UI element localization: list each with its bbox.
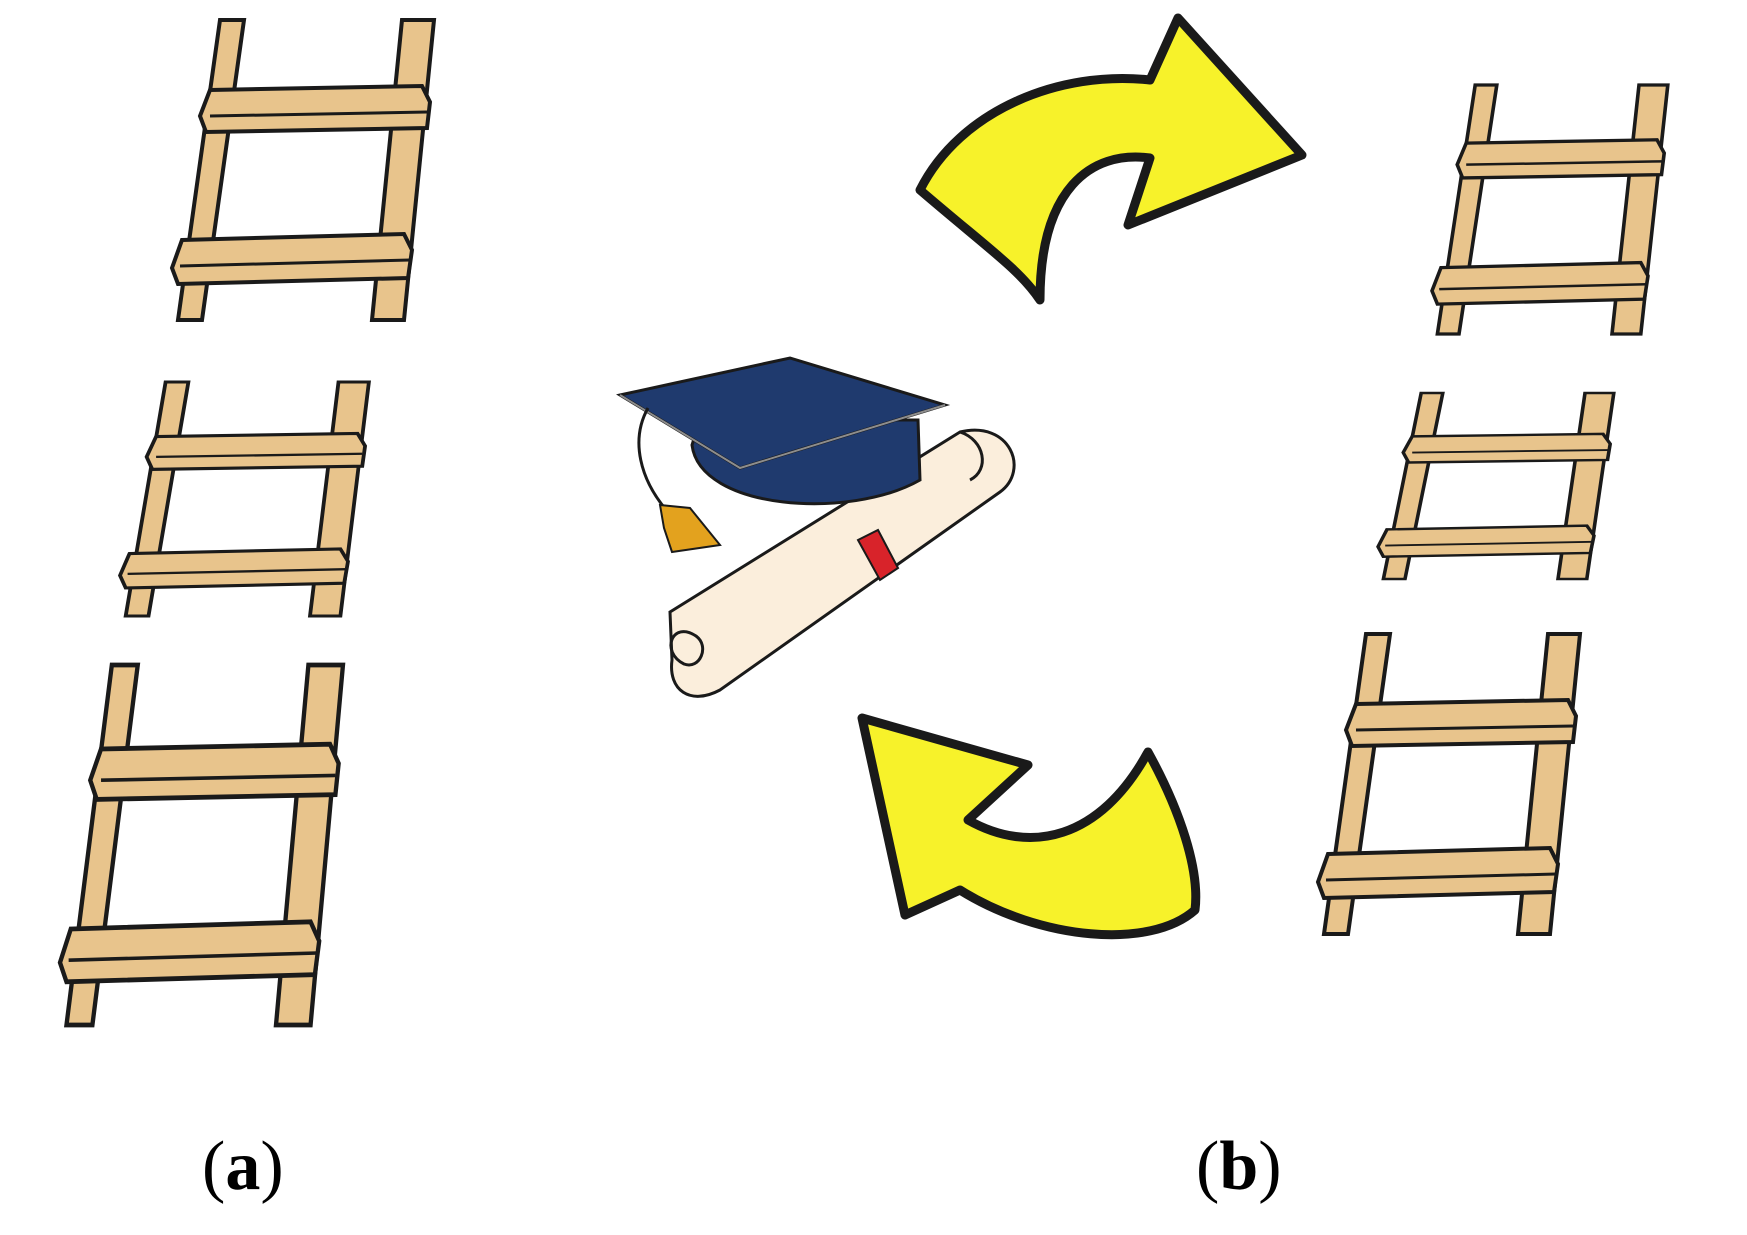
ladder-a — [60, 18, 436, 1025]
ladder-b-section-top — [1430, 83, 1670, 336]
panel-label-b-letter: b — [1219, 1128, 1259, 1205]
ladder-a-section-bottom — [60, 665, 343, 1025]
cap-tassel — [658, 503, 722, 554]
diploma-ribbon — [856, 528, 900, 582]
ladder-b — [1316, 83, 1670, 936]
ladder-b-section-bottom — [1316, 632, 1582, 936]
curved-arrow-right-icon — [915, 13, 1307, 305]
graduation-cap-and-diploma-icon — [616, 356, 1016, 698]
panel-label-b: (b) — [1196, 1128, 1282, 1205]
panel-label-a: (a) — [202, 1128, 284, 1205]
curved-arrow-left-icon — [857, 713, 1201, 940]
ladder-b-section-middle — [1376, 391, 1616, 581]
ladder-a-section-middle — [118, 380, 371, 618]
panel-label-a-letter: a — [225, 1128, 261, 1205]
ladder-a-section-top — [170, 18, 436, 322]
diploma-scroll — [668, 428, 1016, 698]
